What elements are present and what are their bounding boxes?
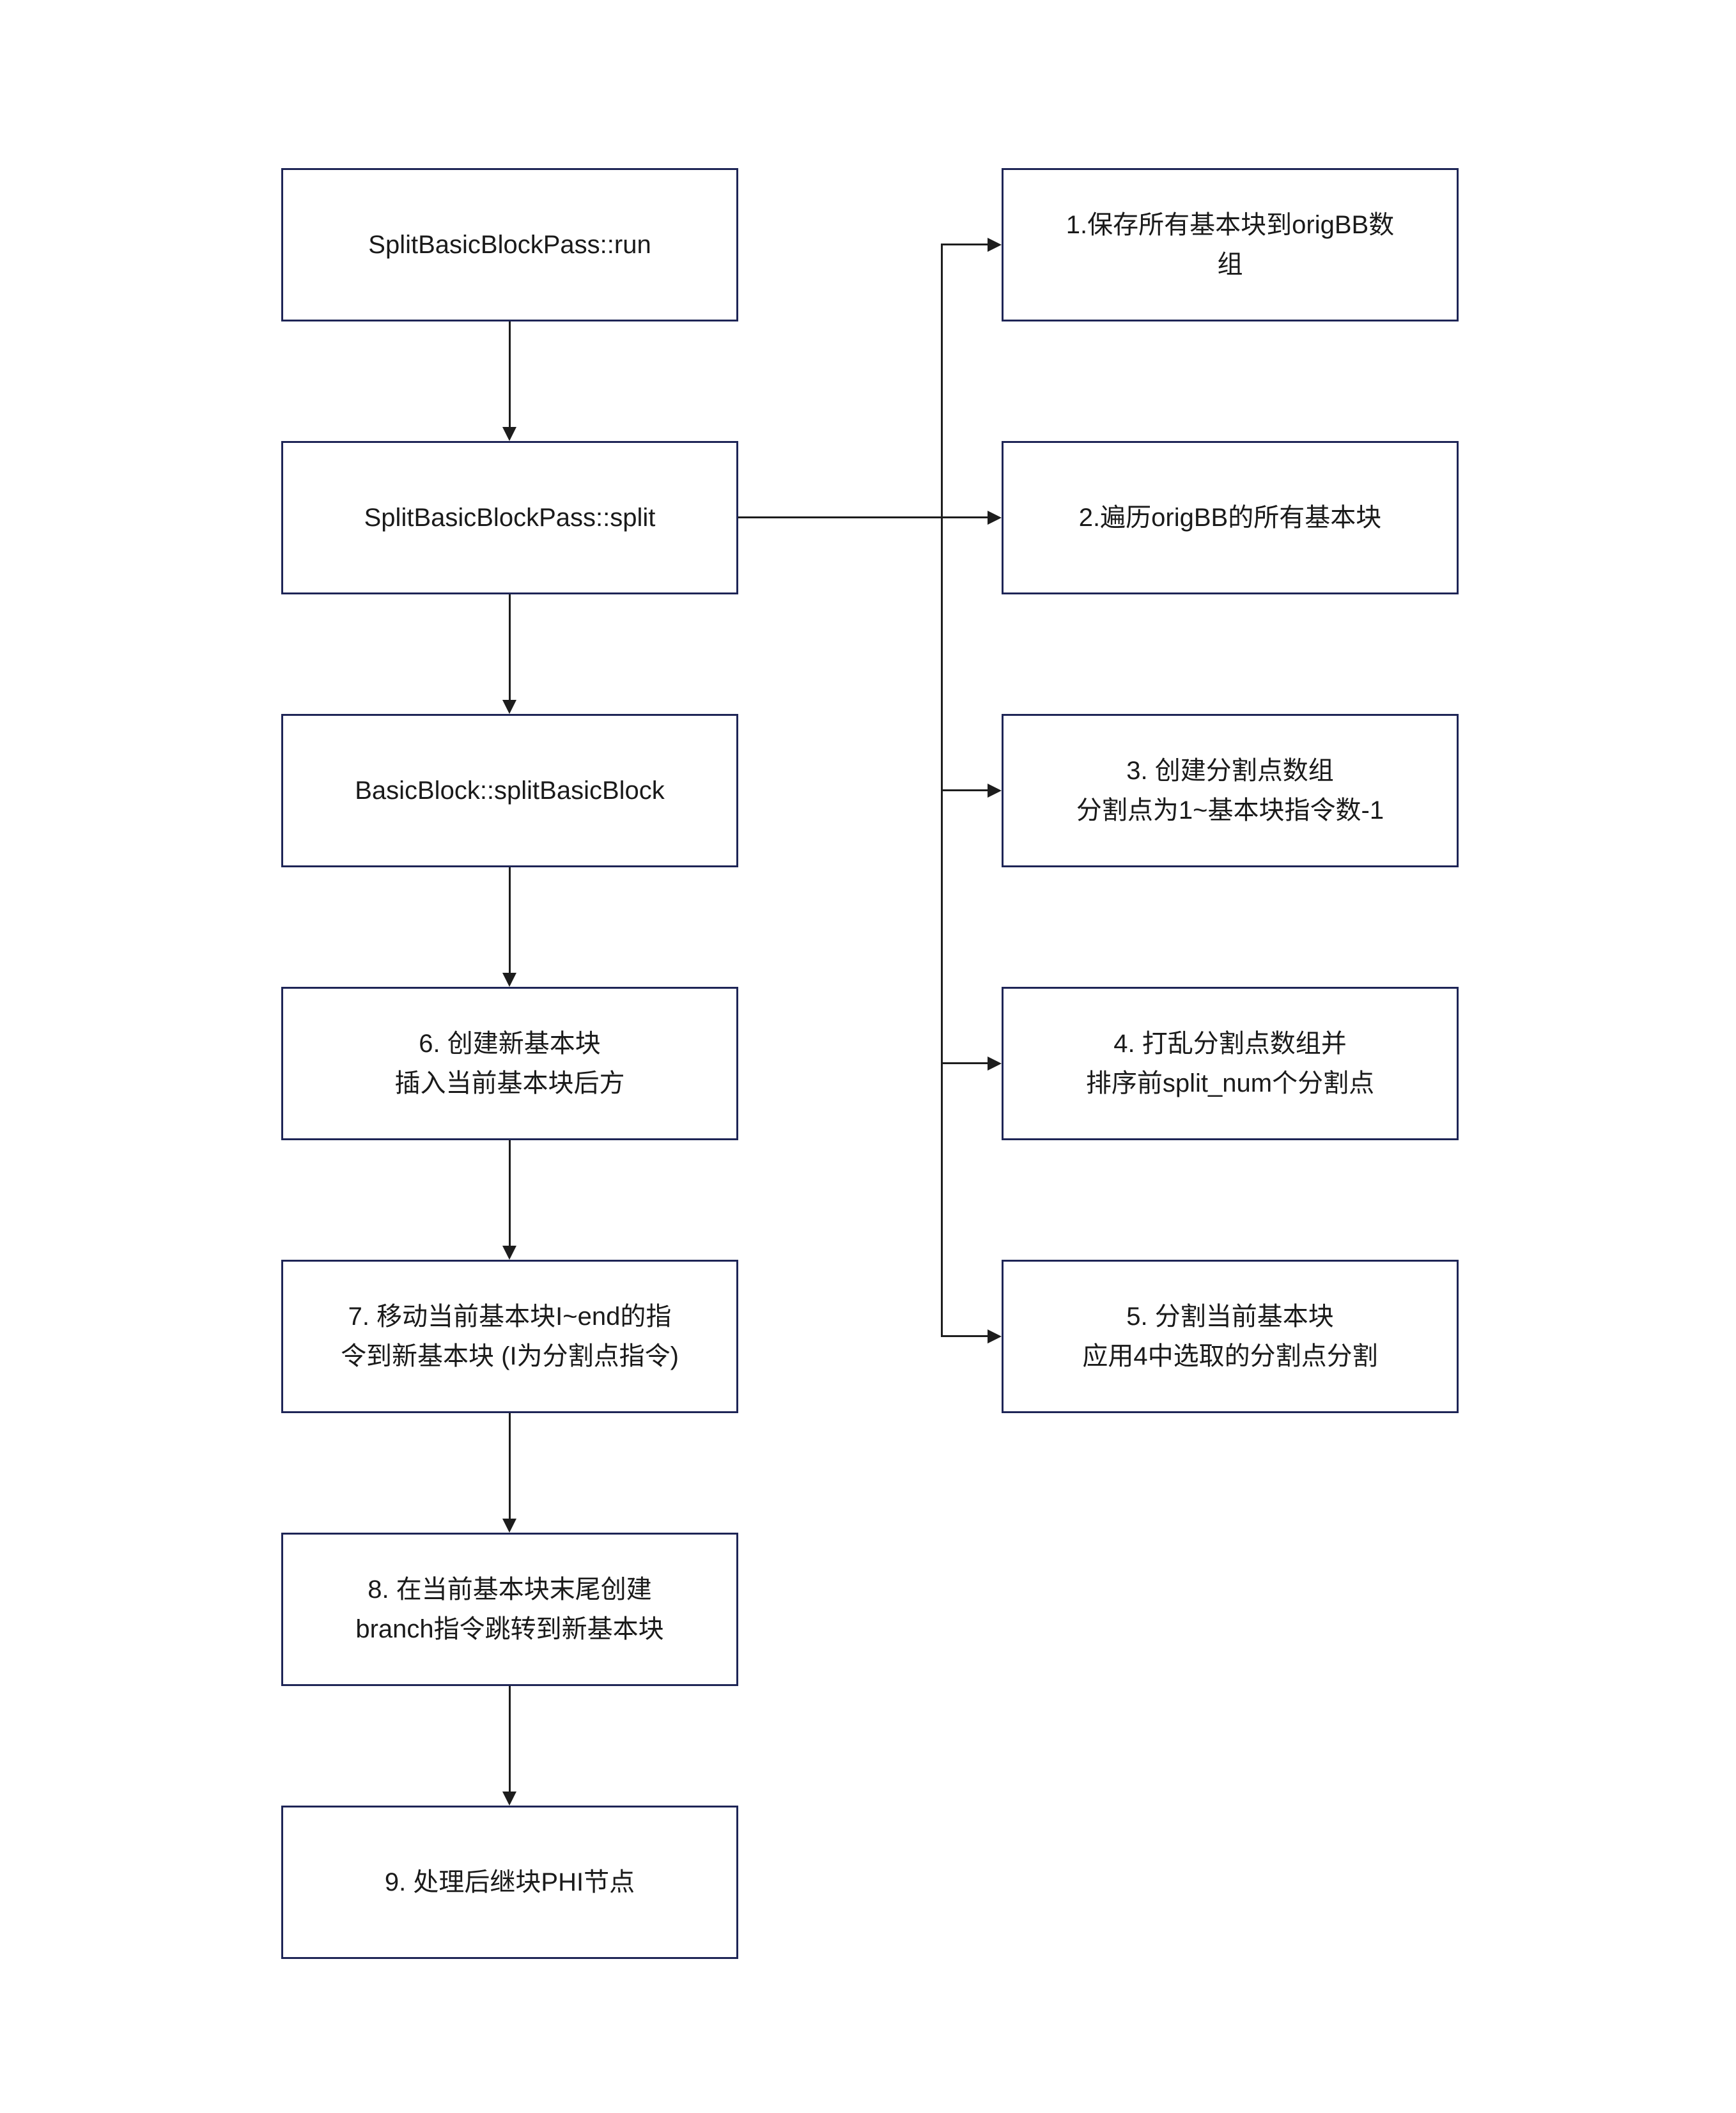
node-label: 4. 打乱分割点数组并 xyxy=(1113,1030,1347,1058)
node-label: 5. 分割当前基本块 xyxy=(1126,1303,1334,1331)
arrow-right-icon xyxy=(988,1056,1002,1071)
edge-split-to-step2 xyxy=(738,516,988,518)
edge-splitbasicblock-to-step6 xyxy=(509,867,511,973)
edge-step6-to-step7 xyxy=(509,1140,511,1246)
node-label: SplitBasicBlockPass::split xyxy=(364,504,656,532)
arrow-down-icon xyxy=(502,1519,516,1533)
edge-branch-step5 xyxy=(941,1335,988,1337)
arrow-down-icon xyxy=(502,427,516,441)
node-label: 令到新基本块 (I为分割点指令) xyxy=(341,1342,679,1370)
node-label: SplitBasicBlockPass::run xyxy=(368,231,651,259)
node-label: 8. 在当前基本块末尾创建 xyxy=(368,1575,652,1604)
node-label: 6. 创建新基本块 xyxy=(419,1030,601,1058)
node-label: 1.保存所有基本块到origBB数 xyxy=(1066,211,1395,239)
node-step-9-handle-phi: 9. 处理后继块PHI节点 xyxy=(281,1806,738,1959)
edge-run-to-split xyxy=(509,321,511,428)
arrow-right-icon xyxy=(988,511,1002,525)
node-step-4-shuffle-sort-splitpoints: 4. 打乱分割点数组并 排序前split_num个分割点 xyxy=(1002,987,1459,1140)
arrow-down-icon xyxy=(502,700,516,714)
node-step-1-save-origbb: 1.保存所有基本块到origBB数 组 xyxy=(1002,168,1459,321)
node-label: 应用4中选取的分割点分割 xyxy=(1082,1342,1378,1370)
node-label: 分割点为1~基本块指令数-1 xyxy=(1076,796,1384,824)
arrow-right-icon xyxy=(988,784,1002,798)
edge-branch-step3 xyxy=(941,789,988,791)
node-label: 2.遍历origBB的所有基本块 xyxy=(1078,504,1382,532)
node-step-8-create-branch: 8. 在当前基本块末尾创建 branch指令跳转到新基本块 xyxy=(281,1533,738,1686)
node-step-3-create-splitpoints: 3. 创建分割点数组 分割点为1~基本块指令数-1 xyxy=(1002,714,1459,867)
edge-branch-step4 xyxy=(941,1062,988,1064)
node-step-5-split-current-block: 5. 分割当前基本块 应用4中选取的分割点分割 xyxy=(1002,1260,1459,1413)
arrow-down-icon xyxy=(502,1246,516,1260)
edge-split-to-splitbasicblock xyxy=(509,594,511,700)
node-label: 插入当前基本块后方 xyxy=(394,1069,625,1097)
node-step-2-iterate-origbb: 2.遍历origBB的所有基本块 xyxy=(1002,441,1459,594)
node-label: 组 xyxy=(1217,251,1243,279)
node-basicblock-splitbasicblock: BasicBlock::splitBasicBlock xyxy=(281,714,738,867)
node-label: BasicBlock::splitBasicBlock xyxy=(355,777,665,805)
arrow-down-icon xyxy=(502,1792,516,1806)
node-step-6-create-new-block: 6. 创建新基本块 插入当前基本块后方 xyxy=(281,987,738,1140)
node-label: 9. 处理后继块PHI节点 xyxy=(384,1868,635,1896)
node-splitbasicblockpass-run: SplitBasicBlockPass::run xyxy=(281,168,738,321)
edge-step8-to-step9 xyxy=(509,1686,511,1792)
node-label: 3. 创建分割点数组 xyxy=(1126,757,1334,785)
node-label: 排序前split_num个分割点 xyxy=(1085,1069,1375,1097)
node-splitbasicblockpass-split: SplitBasicBlockPass::split xyxy=(281,441,738,594)
arrow-down-icon xyxy=(502,973,516,987)
node-step-7-move-instructions: 7. 移动当前基本块I~end的指 令到新基本块 (I为分割点指令) xyxy=(281,1260,738,1413)
edge-branch-step1 xyxy=(941,244,988,245)
arrow-right-icon xyxy=(988,1329,1002,1343)
edge-step7-to-step8 xyxy=(509,1413,511,1519)
node-label: branch指令跳转到新基本块 xyxy=(355,1615,664,1643)
node-label: 7. 移动当前基本块I~end的指 xyxy=(348,1303,672,1331)
arrow-right-icon xyxy=(988,238,1002,252)
